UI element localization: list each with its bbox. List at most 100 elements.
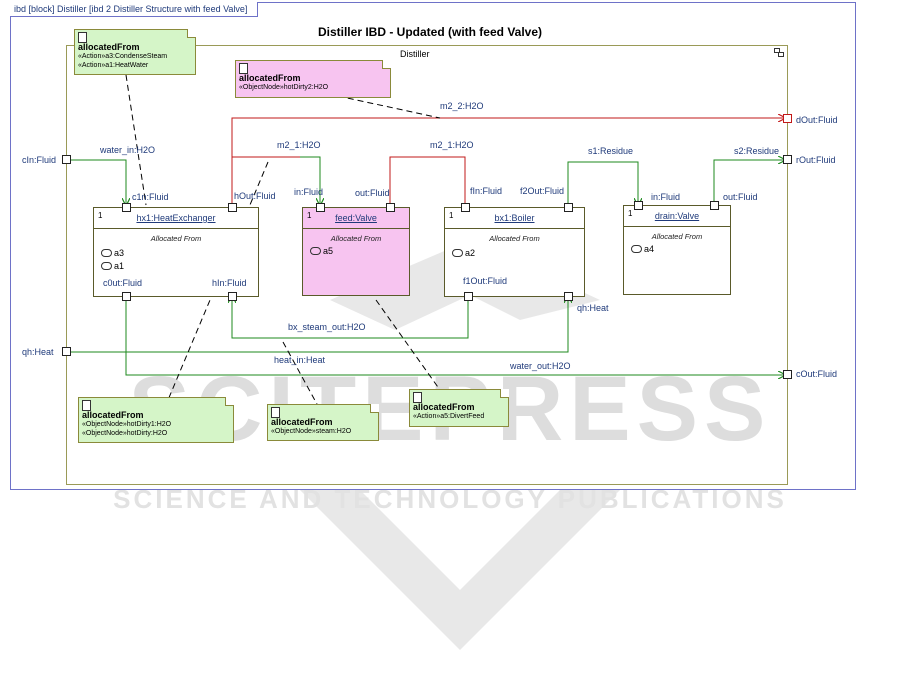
flow-s2[interactable]	[713, 160, 785, 205]
flow-bx-steam-out[interactable]	[232, 296, 469, 339]
flow-label-m2-1-left: m2_1:H2O	[277, 140, 321, 150]
part-multiplicity: 1	[449, 211, 454, 220]
port-label-c0out: c0ut:Fluid	[103, 278, 143, 288]
note-item: «Action»a3:CondenseSteam	[78, 53, 168, 60]
allocated-item: a3	[101, 248, 124, 258]
note-icon	[239, 63, 248, 74]
port-bx1-f1out[interactable]	[464, 292, 473, 301]
port-bx1-fin[interactable]	[461, 203, 470, 212]
ibd-frame	[10, 2, 856, 490]
flow-label-water-in: water_in:H2O	[100, 145, 156, 155]
port-hx1-hout[interactable]	[228, 203, 237, 212]
anchor-n3	[167, 161, 269, 401]
part-bx1[interactable]: 1 bx1:Boiler Allocated From a2	[444, 207, 585, 297]
port-label-f1out: f1Out:Fluid	[463, 276, 508, 286]
flow-label-s1: s1:Residue	[588, 146, 634, 156]
flow-s1[interactable]	[567, 161, 638, 205]
flow-m2-1-left-b[interactable]	[300, 156, 320, 205]
port-feed-in[interactable]	[316, 203, 325, 212]
distiller-block[interactable]	[66, 45, 788, 485]
flow-label-m2-1-right: m2_1:H2O	[430, 140, 474, 150]
anchor-n2	[337, 95, 441, 119]
port-label-qh: qh:Heat	[22, 347, 54, 357]
port-label-rout: rOut:Fluid	[796, 155, 836, 165]
port-rout[interactable]	[783, 155, 792, 164]
note-item: «ObjectNode»hotDirty2:H2O	[239, 84, 329, 91]
port-label-f2out: f2Out:Fluid	[520, 186, 565, 196]
note-allocated-a3-a1[interactable]: allocatedFrom «Action»a3:CondenseSteam «…	[74, 29, 196, 75]
block-structure-icon	[774, 48, 784, 57]
flow-label-m2-2: m2_2:H2O	[440, 101, 484, 111]
allocated-from-label: Allocated From	[330, 234, 382, 243]
allocated-from-label: Allocated From	[651, 232, 703, 241]
port-label-dout: dOut:Fluid	[796, 115, 838, 125]
part-drain-valve[interactable]: 1 drain:Valve Allocated From a4	[623, 205, 731, 295]
note-allocated-divertfeed[interactable]: allocatedFrom «Action»a5:DivertFeed	[409, 389, 509, 427]
flow-water-in[interactable]	[71, 159, 126, 205]
note-allocated-steam[interactable]: allocatedFrom «ObjectNode»steam:H2O	[267, 404, 379, 441]
note-icon	[82, 400, 91, 411]
allocated-item: a5	[310, 246, 333, 256]
port-bx1-f2out[interactable]	[564, 203, 573, 212]
flow-label-s2: s2:Residue	[734, 146, 780, 156]
port-hx1-c1in[interactable]	[122, 203, 131, 212]
port-label-feed-out: out:Fluid	[355, 188, 390, 198]
flow-label-heat-in: heat_in:Heat	[274, 355, 326, 365]
allocated-from-label: Allocated From	[489, 234, 540, 243]
allocated-item: a2	[452, 248, 475, 258]
flow-m2-2[interactable]	[231, 118, 785, 205]
port-drain-out[interactable]	[710, 201, 719, 210]
port-bx1-qh[interactable]	[564, 292, 573, 301]
port-label-feed-in: in:Fluid	[294, 187, 324, 197]
note-title: allocatedFrom	[239, 73, 301, 83]
port-label-hin: hIn:Fluid	[212, 278, 247, 288]
note-title: allocatedFrom	[78, 42, 140, 52]
flow-m2-1-right[interactable]	[389, 156, 466, 205]
flow-label-water-out: water_out:H2O	[510, 361, 571, 371]
part-name: feed:Valve	[335, 213, 377, 223]
port-cout[interactable]	[783, 370, 792, 379]
anchor-n5	[375, 299, 441, 391]
port-hx1-c0out[interactable]	[122, 292, 131, 301]
part-multiplicity: 1	[628, 209, 633, 218]
port-label-bx1-qh: qh:Heat	[577, 303, 609, 313]
note-icon	[413, 392, 422, 403]
note-item: «Action»a5:DivertFeed	[413, 413, 485, 420]
port-label-cout: cOut:Fluid	[796, 369, 838, 379]
part-name: drain:Valve	[654, 211, 700, 221]
note-title: allocatedFrom	[271, 417, 333, 427]
note-title: allocatedFrom	[82, 410, 144, 420]
port-label-drain-in: in:Fluid	[651, 192, 681, 202]
port-feed-out[interactable]	[386, 203, 395, 212]
part-hx1[interactable]: 1 hx1:HeatExchanger Allocated From a3 a1	[93, 207, 259, 297]
flow-water-out[interactable]	[125, 296, 785, 375]
port-drain-in[interactable]	[634, 201, 643, 210]
port-label-hout: hOut:Fluid	[234, 191, 276, 201]
note-title: allocatedFrom	[413, 402, 475, 412]
allocated-item: a4	[631, 244, 654, 254]
port-dout[interactable]	[783, 114, 792, 123]
note-allocated-hotdirty1[interactable]: allocatedFrom «ObjectNode»hotDirty1:H2O …	[78, 397, 234, 443]
note-icon	[271, 407, 280, 418]
port-label-cin: cIn:Fluid	[22, 155, 57, 165]
note-item: «ObjectNode»hotDirty1:H2O	[82, 421, 172, 428]
part-name: hx1:HeatExchanger	[136, 213, 216, 223]
allocated-item: a1	[101, 261, 124, 271]
port-label-c1in: c1n:Fluid	[132, 192, 169, 202]
note-allocated-hotdirty2[interactable]: allocatedFrom «ObjectNode»hotDirty2:H2O	[235, 60, 391, 98]
port-cin[interactable]	[62, 155, 71, 164]
port-qh[interactable]	[62, 347, 71, 356]
anchor-n1	[125, 74, 147, 206]
flow-label-bx-steam-out: bx_steam_out:H2O	[288, 322, 366, 332]
part-feed-valve[interactable]: 1 feed:Valve Allocated From a5	[302, 207, 410, 296]
distiller-block-label: Distiller	[400, 49, 430, 59]
allocated-from-label: Allocated From	[150, 234, 202, 243]
flow-heat-in[interactable]	[71, 296, 568, 353]
anchor-n4	[282, 341, 319, 407]
diagram-title: Distiller IBD - Updated (with feed Valve…	[317, 25, 543, 39]
port-hx1-hin[interactable]	[228, 292, 237, 301]
part-multiplicity: 1	[307, 211, 312, 220]
port-label-drain-out: out:Fluid	[723, 192, 758, 202]
note-item: «Action»a1:HeatWater	[78, 62, 149, 69]
